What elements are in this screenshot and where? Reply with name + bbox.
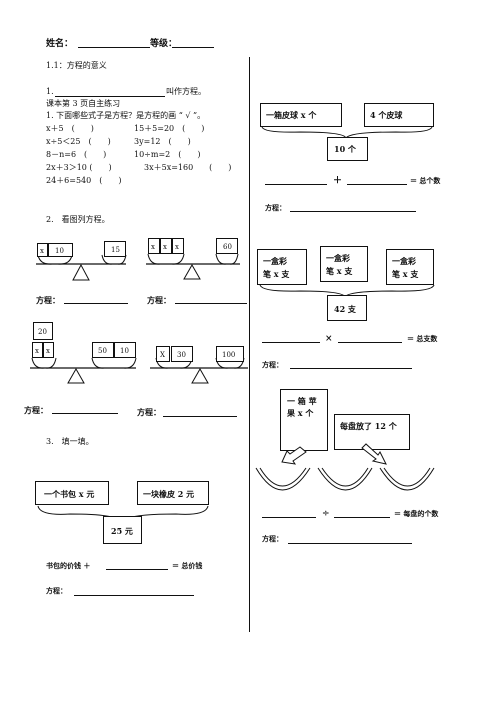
- scale3-block-x2: x: [43, 342, 54, 358]
- problem2-fangcheng-label: 方程：: [262, 360, 283, 369]
- item-2: 15＋5=20 ( ): [134, 124, 205, 133]
- scale2-fangcheng-label: 方程：: [147, 295, 171, 305]
- item-5: 8－n=6 ( ): [46, 150, 107, 159]
- problem3-blank-a[interactable]: [262, 517, 316, 518]
- problem1-blank-b[interactable]: [347, 184, 407, 185]
- item-9: 24＋6=540 ( ): [46, 176, 122, 185]
- scale4-block-x: X: [156, 346, 170, 362]
- down-arrow-right-icon: [361, 443, 387, 465]
- name-blank[interactable]: [78, 47, 150, 48]
- section1-title: 1.1：方程的意义: [46, 61, 107, 70]
- problem2-answer-blank[interactable]: [290, 368, 412, 369]
- section2-title: 2. 看图列方程。: [46, 215, 110, 224]
- scale-3-graphic: [30, 357, 137, 384]
- scale4-block-30: 30: [171, 346, 193, 362]
- scale2-block-x1: x: [148, 238, 160, 254]
- scale-2-graphic: [146, 253, 240, 280]
- scale3-block-20: 20: [33, 322, 53, 340]
- pen-box-2: 一盒彩笔 x 支: [320, 246, 368, 282]
- scale3-block-x1: x: [32, 342, 43, 358]
- scale2-block-x2: x: [160, 238, 172, 254]
- problem1-operator: ＋: [333, 176, 343, 186]
- problem3-result-label: ＝ 每盘的个数: [394, 509, 439, 518]
- grade-label: 等级：: [150, 39, 178, 49]
- section3-answer-blank[interactable]: [74, 595, 194, 596]
- pen-box-3: 一盒彩笔 x 支: [386, 249, 434, 285]
- problem1-fangcheng-label: 方程：: [265, 203, 286, 212]
- scale1-fangcheng-label: 方程：: [36, 295, 60, 305]
- grade-blank[interactable]: [172, 47, 214, 48]
- item-4: 3y=12 ( ): [134, 137, 191, 146]
- ball-box-4: 4 个皮球: [364, 103, 434, 127]
- definition-suffix: 叫作方程。: [166, 87, 206, 96]
- scale3-fangcheng-label: 方程：: [24, 405, 48, 415]
- eraser-box: 一块橡皮 2 元: [137, 481, 209, 505]
- problem1-result-label: ＝ 总个数: [410, 176, 441, 185]
- problem1-answer-blank[interactable]: [290, 211, 416, 212]
- scale2-block-60: 60: [216, 238, 238, 254]
- scale3-answer-blank[interactable]: [52, 413, 118, 414]
- problem3-answer-blank[interactable]: [288, 543, 412, 544]
- total-price-box: 25 元: [103, 516, 142, 544]
- item-8: 3x＋5x=160 ( ): [144, 163, 232, 172]
- question1-instruction: 1. 下面哪些式子是方程？是方程的画 “ √ ”。: [46, 111, 206, 120]
- item-7: 2x＋3＞10 ( ): [46, 163, 112, 172]
- problem1-blank-a[interactable]: [265, 184, 327, 185]
- item-3: x÷5＜25 ( ): [46, 137, 111, 146]
- book-reference: 课本第 3 页自主练习: [46, 99, 121, 108]
- scale3-block-10: 10: [114, 342, 136, 358]
- plate-icon: [255, 467, 435, 491]
- schoolbag-price-label: 书包的价钱 ＋: [46, 561, 91, 570]
- scale4-block-100: 100: [216, 346, 244, 362]
- scale2-block-x3: x: [172, 238, 184, 254]
- item-1: x＋5 ( ): [46, 124, 94, 133]
- name-label: 姓名：: [46, 39, 74, 49]
- definition-prefix: 1.: [46, 87, 54, 96]
- ball-box-x: 一箱皮球 x 个: [260, 103, 342, 127]
- problem2-blank-a[interactable]: [262, 342, 320, 343]
- scale2-answer-blank[interactable]: [175, 303, 247, 304]
- section3-fangcheng-label: 方程：: [46, 586, 67, 595]
- problem3-blank-b[interactable]: [334, 517, 390, 518]
- problem2-result-label: ＝ 总支数: [407, 334, 438, 343]
- definition-blank[interactable]: [55, 96, 165, 97]
- section3-eq-blank[interactable]: [106, 569, 168, 570]
- plates-and-arrows: [255, 443, 435, 491]
- schoolbag-box: 一个书包 x 元: [35, 481, 109, 505]
- scale1-block-x: x: [37, 243, 48, 257]
- problem3-operator: ÷: [322, 509, 330, 519]
- apple-box: 一 箱 苹果 x 个: [280, 389, 328, 451]
- item-6: 10÷m=2 ( ): [134, 150, 201, 159]
- total-pens-box: 42 支: [327, 295, 367, 321]
- total-price-label: ＝ 总价钱: [172, 561, 203, 570]
- scale4-fangcheng-label: 方程：: [137, 407, 161, 417]
- column-divider: [249, 57, 250, 632]
- scale1-block-10: 10: [48, 243, 73, 257]
- problem2-blank-b[interactable]: [338, 342, 402, 343]
- total-balls-box: 10 个: [327, 137, 368, 161]
- problem3-fangcheng-label: 方程：: [262, 534, 283, 543]
- scale3-block-50: 50: [92, 342, 114, 358]
- scale1-answer-blank[interactable]: [64, 303, 128, 304]
- section3-title: 3. 填一填。: [46, 437, 94, 446]
- problem2-operator: ×: [325, 334, 333, 344]
- down-arrow-left-icon: [281, 446, 307, 465]
- scale4-answer-blank[interactable]: [163, 416, 237, 417]
- pen-box-1: 一盒彩笔 x 支: [257, 249, 307, 285]
- per-plate-box: 每盘放了 12 个: [334, 414, 410, 450]
- scale1-block-15: 15: [104, 241, 126, 257]
